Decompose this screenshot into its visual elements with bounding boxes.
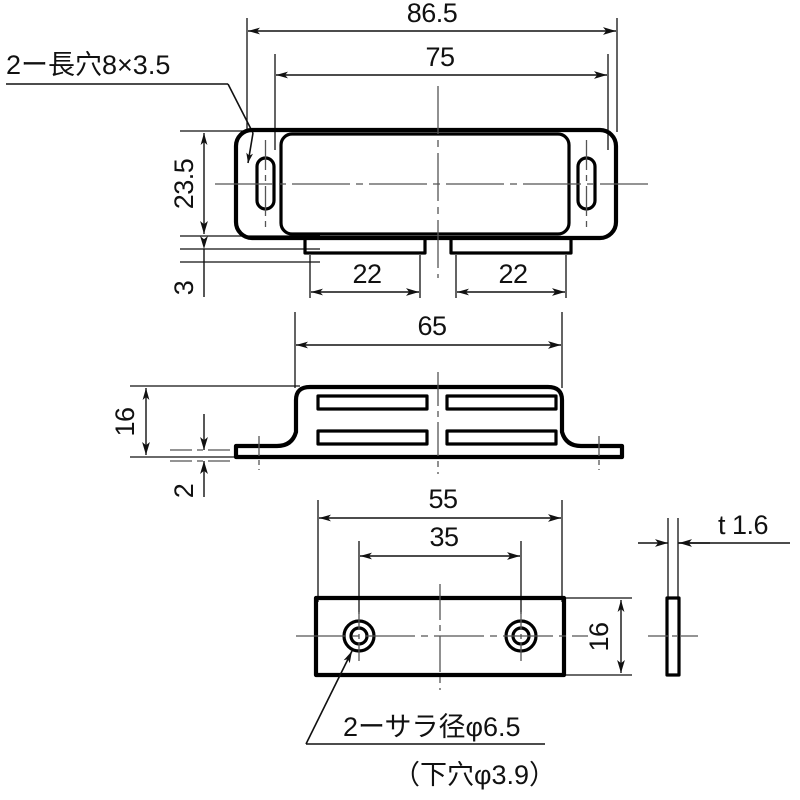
dim-label-overall-width: 86.5 — [407, 0, 458, 28]
dim-label-22-right: 22 — [498, 259, 527, 289]
dim-label-height-235: 23.5 — [169, 159, 199, 210]
dim-label-tab-depth-3: 3 — [169, 281, 199, 296]
note-hole-line1: 2ーサラ径φ6.5 — [343, 712, 521, 742]
dim-label-2: 2 — [169, 484, 199, 499]
side-thickness-view: t 1.6 — [638, 510, 790, 677]
note-hole-line2: （下穴φ3.9） — [393, 760, 556, 790]
dim-label-55: 55 — [428, 484, 457, 514]
tab-left — [303, 236, 427, 255]
section-profile-outline — [233, 384, 625, 460]
dim-label-65: 65 — [417, 311, 446, 341]
dim-label-thickness: t 1.6 — [718, 510, 768, 540]
dim-label-16-bottom: 16 — [584, 622, 614, 651]
plate-view: 55 35 16 2ーサラ径φ6.5 （下穴φ3.9） — [296, 484, 632, 790]
section-slot-top-left — [316, 394, 429, 411]
section-slot-bottom-right — [445, 429, 558, 446]
dim-label-22-left: 22 — [352, 259, 381, 289]
leader-diagonal-slot — [227, 83, 254, 134]
section-slot-top-right — [445, 394, 558, 411]
leader-diagonal-hole-note — [305, 650, 353, 745]
dim-label-inner-width: 75 — [425, 42, 454, 72]
dim-label-16-mid: 16 — [110, 407, 140, 436]
top-view: 86.5 75 2ー長穴8×3.5 23.5 3 — [6, 0, 648, 298]
section-view: 65 16 2 — [110, 311, 625, 499]
note-slot-label: 2ー長穴8×3.5 — [6, 50, 170, 80]
leader-arrow-slot — [246, 132, 254, 164]
section-slot-bottom-left — [316, 429, 429, 446]
dim-label-35: 35 — [429, 522, 458, 552]
tab-right — [449, 236, 573, 255]
